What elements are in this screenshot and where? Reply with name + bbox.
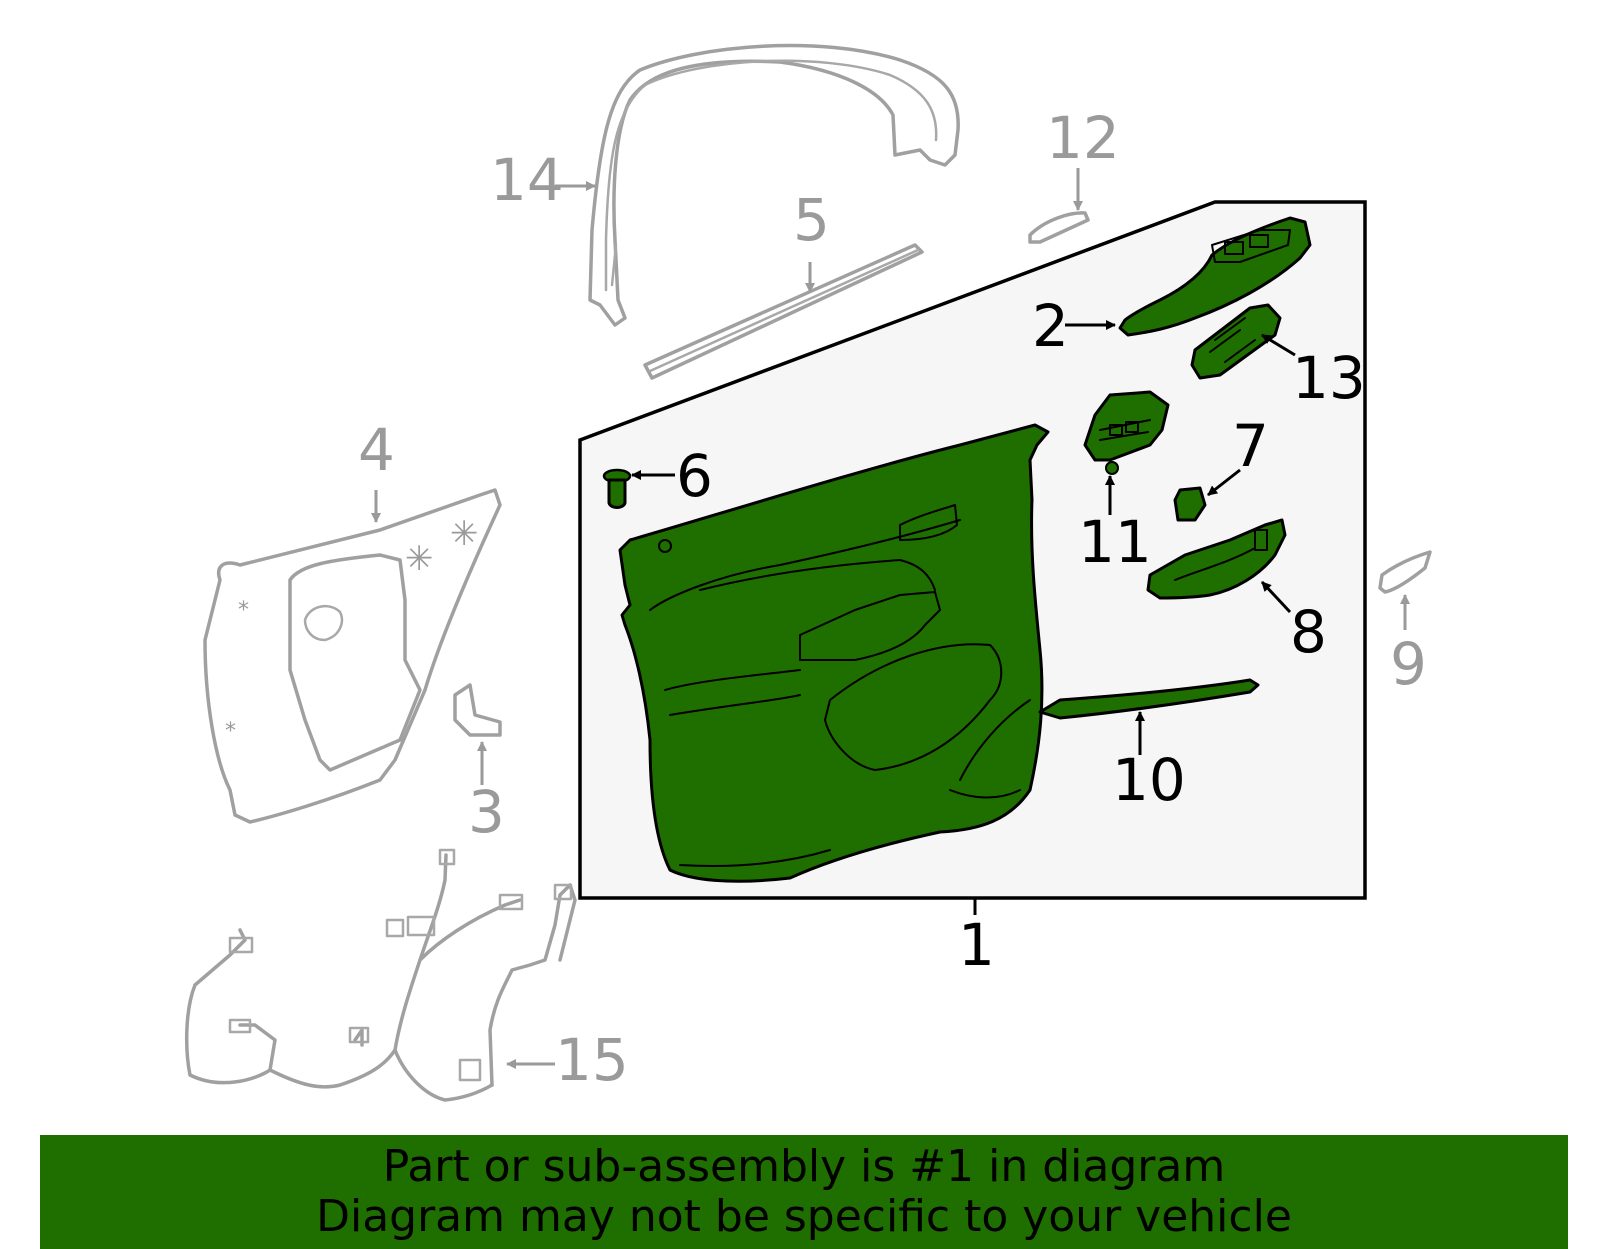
footer-banner: Part or sub-assembly is #1 in diagram Di… bbox=[40, 1135, 1568, 1249]
callout-6: 6 bbox=[676, 442, 713, 510]
part-5-belt-molding bbox=[643, 243, 924, 380]
footer-line-2: Diagram may not be specific to your vehi… bbox=[316, 1191, 1292, 1242]
callout-8: 8 bbox=[1290, 598, 1327, 666]
callout-13: 13 bbox=[1292, 344, 1366, 412]
callout-12: 12 bbox=[1046, 104, 1120, 172]
part-11-switch-assembly bbox=[1083, 390, 1170, 475]
part-1-door-trim-panel bbox=[618, 423, 1050, 883]
svg-text:✳: ✳ bbox=[405, 539, 434, 579]
callout-4: 4 bbox=[358, 416, 395, 484]
leader-13 bbox=[1261, 333, 1296, 357]
callout-9: 9 bbox=[1390, 630, 1427, 698]
svg-text:✳: ✳ bbox=[450, 514, 479, 554]
callout-14: 14 bbox=[490, 146, 564, 214]
leader-8 bbox=[1260, 580, 1292, 614]
part-6-clip bbox=[602, 468, 632, 509]
callout-2: 2 bbox=[1032, 292, 1069, 360]
svg-text:*: * bbox=[225, 719, 236, 744]
svg-text:*: * bbox=[238, 598, 249, 623]
callout-7: 7 bbox=[1232, 412, 1269, 480]
part-9-cap bbox=[1378, 550, 1432, 594]
part-7-switch bbox=[1173, 486, 1207, 522]
part-4-water-deflector: ✳ ✳ * * bbox=[203, 488, 502, 824]
callout-10: 10 bbox=[1112, 746, 1186, 814]
part-15-wiring-harness bbox=[184, 848, 577, 1102]
part-10-trim-strip bbox=[1038, 678, 1260, 720]
part-14-window-frame bbox=[588, 43, 960, 327]
callout-11: 11 bbox=[1078, 508, 1152, 576]
part-3-bracket bbox=[453, 683, 502, 737]
callout-15: 15 bbox=[555, 1026, 629, 1094]
part-2-armrest-bezel bbox=[1118, 216, 1312, 337]
footer-line-1: Part or sub-assembly is #1 in diagram bbox=[382, 1141, 1226, 1192]
part-12-clip bbox=[1028, 211, 1090, 244]
part-13-window-switch bbox=[1190, 303, 1282, 380]
callout-1: 1 bbox=[958, 911, 995, 979]
leader-7 bbox=[1207, 468, 1241, 497]
part-8-handle-bezel bbox=[1146, 518, 1287, 600]
callout-5: 5 bbox=[793, 186, 830, 254]
callout-3: 3 bbox=[468, 778, 505, 846]
